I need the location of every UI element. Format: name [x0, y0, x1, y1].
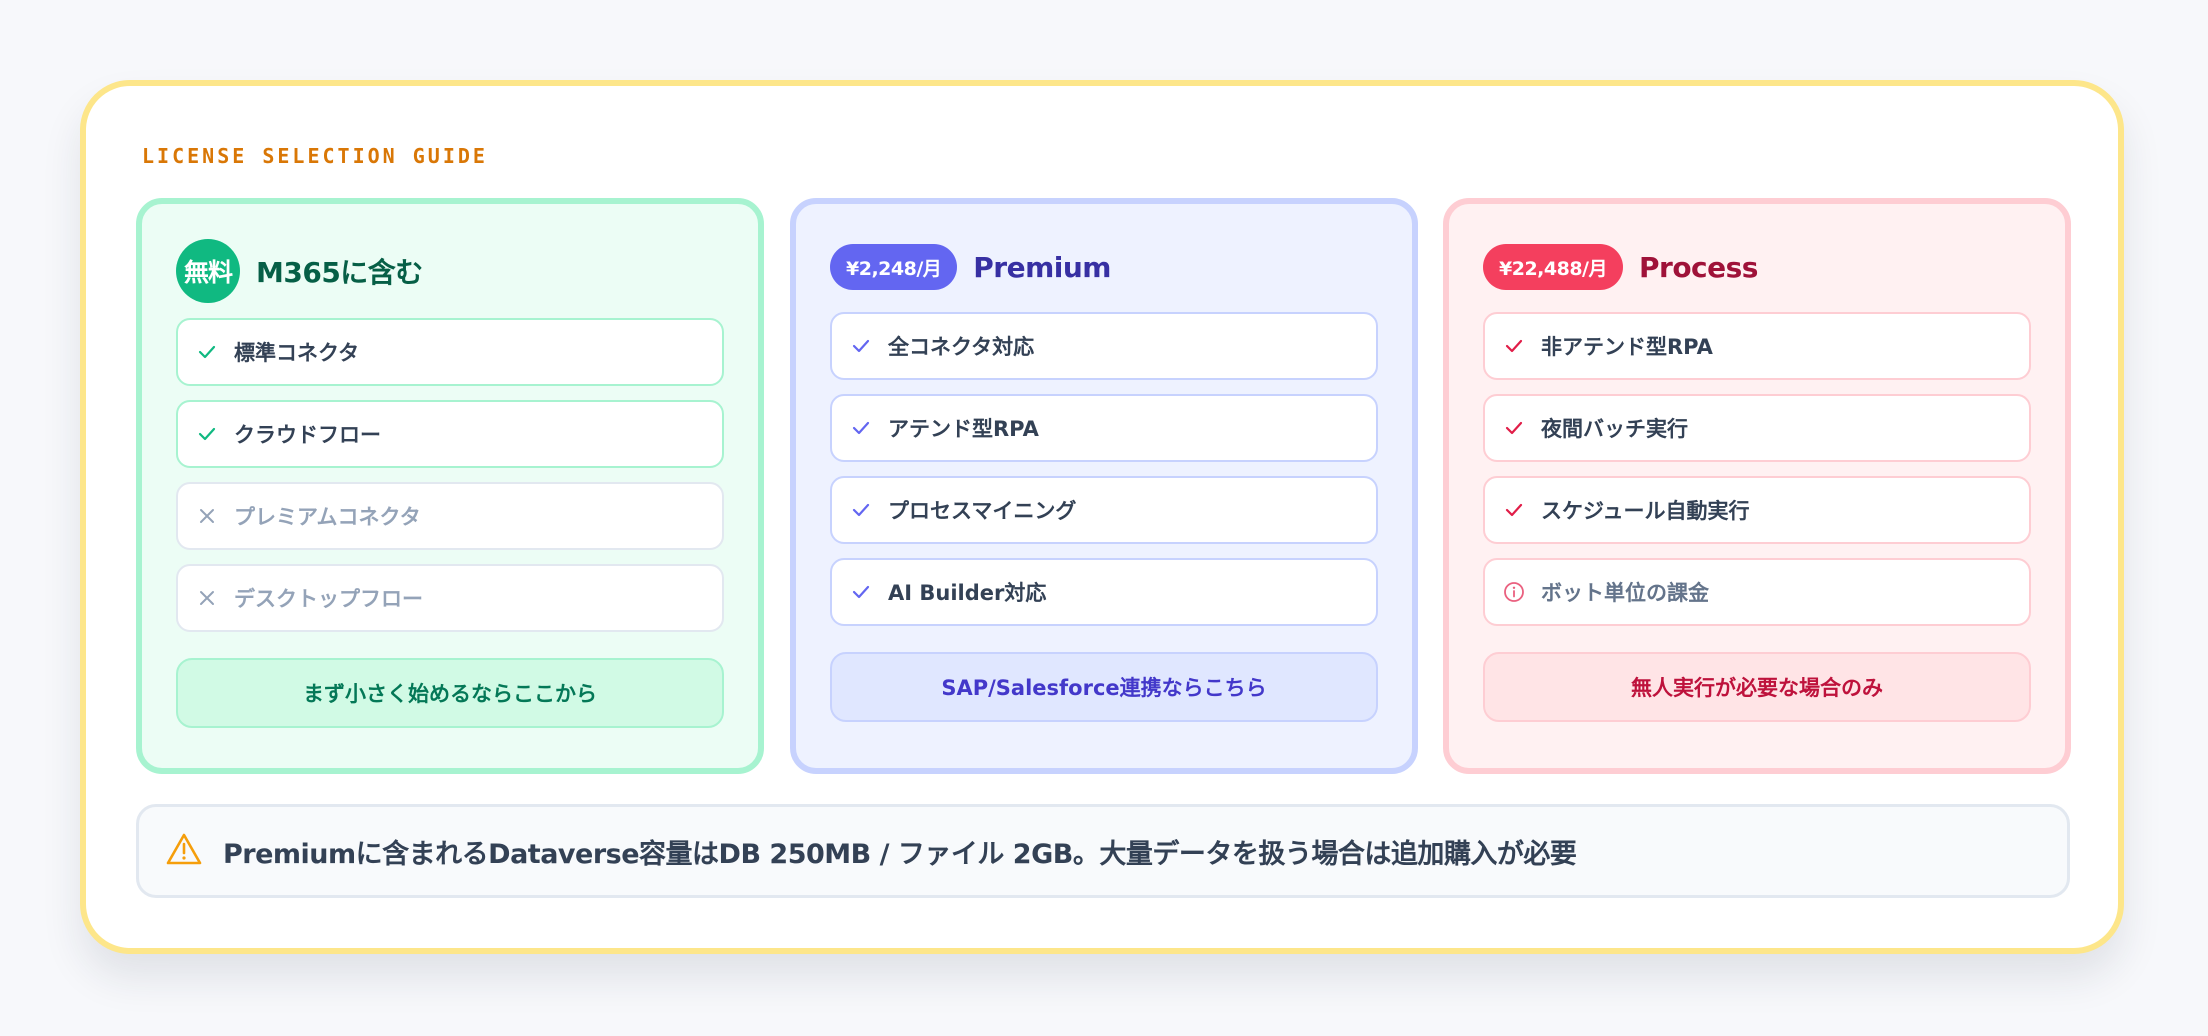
feature-item: 夜間バッチ実行	[1483, 394, 2031, 462]
info-icon	[1503, 581, 1525, 603]
free-badge: 無料	[176, 239, 240, 303]
feature-label: 標準コネクタ	[234, 341, 360, 365]
feature-item: アテンド型RPA	[830, 394, 1378, 462]
check-icon	[196, 341, 218, 363]
feature-item: スケジュール自動実行	[1483, 476, 2031, 544]
feature-label: 夜間バッチ実行	[1541, 417, 1688, 441]
check-icon	[1503, 417, 1525, 439]
feature-label: 非アテンド型RPA	[1541, 335, 1713, 359]
card-title: Premium	[973, 250, 1111, 284]
feature-item: 非アテンド型RPA	[1483, 312, 2031, 380]
price-badge: ¥2,248/月	[830, 244, 958, 290]
feature-label: デスクトップフロー	[234, 587, 423, 611]
feature-item: AI Builder対応	[830, 558, 1378, 626]
feature-label: スケジュール自動実行	[1541, 499, 1750, 523]
feature-item: 標準コネクタ	[176, 318, 724, 386]
dataverse-capacity-note: Premiumに含まれるDataverse容量はDB 250MB / ファイル …	[136, 804, 2070, 898]
feature-item-excluded: プレミアムコネクタ	[176, 482, 724, 550]
guide-title: LICENSE SELECTION GUIDE	[142, 144, 488, 168]
warning-icon	[165, 832, 203, 870]
feature-item: 全コネクタ対応	[830, 312, 1378, 380]
free-recommendation-button[interactable]: まず小さく始めるならここから	[176, 658, 724, 728]
license-card-premium: ¥2,248/月 Premium 全コネクタ対応 アテンド型RPA プロセスマイ…	[790, 198, 1418, 774]
feature-item: クラウドフロー	[176, 400, 724, 468]
feature-item-info: ボット単位の課金	[1483, 558, 2031, 626]
check-icon	[1503, 499, 1525, 521]
x-icon	[196, 587, 218, 609]
feature-label: ボット単位の課金	[1541, 581, 1709, 605]
feature-label: AI Builder対応	[888, 581, 1047, 605]
license-card-process: ¥22,488/月 Process 非アテンド型RPA 夜間バッチ実行 スケジュ…	[1443, 198, 2071, 774]
license-cards: 無料 M365に含む 標準コネクタ クラウドフロー プレミアムコネクタ デスクト…	[136, 198, 2071, 774]
feature-item-excluded: デスクトップフロー	[176, 564, 724, 632]
note-text: Premiumに含まれるDataverse容量はDB 250MB / ファイル …	[223, 838, 1577, 870]
premium-recommendation-button[interactable]: SAP/Salesforce連携ならこちら	[830, 652, 1378, 722]
card-title: Process	[1638, 250, 1759, 284]
check-icon	[850, 499, 872, 521]
x-icon	[196, 505, 218, 527]
feature-label: 全コネクタ対応	[888, 335, 1035, 359]
check-icon	[196, 423, 218, 445]
card-header: ¥22,488/月 Process	[1483, 234, 2031, 300]
license-card-free: 無料 M365に含む 標準コネクタ クラウドフロー プレミアムコネクタ デスクト…	[136, 198, 764, 774]
feature-item: プロセスマイニング	[830, 476, 1378, 544]
price-badge: ¥22,488/月	[1483, 244, 1623, 290]
process-recommendation-button[interactable]: 無人実行が必要な場合のみ	[1483, 652, 2031, 722]
check-icon	[850, 417, 872, 439]
feature-label: プロセスマイニング	[888, 499, 1077, 523]
feature-label: アテンド型RPA	[888, 417, 1039, 441]
license-guide-panel: LICENSE SELECTION GUIDE 無料 M365に含む 標準コネク…	[80, 80, 2124, 954]
check-icon	[850, 335, 872, 357]
check-icon	[850, 581, 872, 603]
card-title: M365に含む	[256, 256, 423, 289]
card-header: 無料 M365に含む	[176, 234, 724, 308]
feature-label: プレミアムコネクタ	[234, 505, 421, 529]
feature-label: クラウドフロー	[234, 423, 381, 447]
check-icon	[1503, 335, 1525, 357]
card-header: ¥2,248/月 Premium	[830, 234, 1378, 300]
